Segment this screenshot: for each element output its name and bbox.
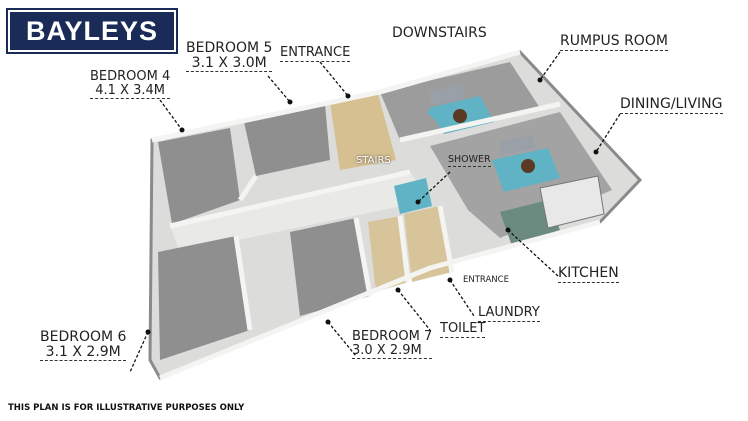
interior-walls bbox=[151, 49, 601, 381]
bayleys-logo: BAYLEYS bbox=[6, 8, 178, 54]
bedroom5-floor bbox=[244, 104, 330, 176]
toilet-floor bbox=[368, 216, 408, 292]
disclaimer-text: THIS PLAN IS FOR ILLUSTRATIVE PURPOSES O… bbox=[8, 403, 245, 413]
label-leader-lines bbox=[129, 51, 621, 373]
dining-sofa bbox=[498, 134, 536, 156]
level-title: DOWNSTAIRS bbox=[392, 25, 487, 41]
shower-floor bbox=[394, 178, 432, 214]
rumpus-sofa bbox=[428, 84, 466, 106]
toilet-label: TOILET bbox=[440, 321, 486, 338]
laundry-label: LAUNDRY bbox=[478, 305, 540, 322]
hallway-floor bbox=[170, 172, 430, 252]
bedroom6-floor bbox=[158, 236, 250, 360]
bedroom7-label: BEDROOM 7 3.0 X 2.9M bbox=[352, 329, 433, 360]
kitchen-label: KITCHEN bbox=[558, 265, 619, 283]
logo-text: BAYLEYS bbox=[25, 15, 159, 46]
dining-living-label: DINING/LIVING bbox=[620, 96, 723, 114]
bedroom4-label: BEDROOM 4 4.1 X 3.4M bbox=[90, 69, 171, 100]
bedroom6-label: BEDROOM 6 3.1 X 2.9M bbox=[40, 329, 127, 362]
stairs-label: STAIRS bbox=[356, 155, 391, 166]
dining-table bbox=[539, 175, 605, 229]
leader-dots bbox=[145, 77, 599, 335]
bedroom5-label: BEDROOM 5 3.1 X 3.0M bbox=[186, 40, 273, 73]
bedroom7-floor bbox=[290, 218, 370, 316]
bedroom4-floor bbox=[158, 128, 240, 224]
entrance-top-label: ENTRANCE bbox=[280, 45, 351, 62]
entrance-bottom-label: ENTRANCE bbox=[463, 275, 509, 285]
dining-coffee-table bbox=[521, 159, 535, 173]
shower-label: SHOWER bbox=[448, 154, 491, 167]
stairs-floor bbox=[330, 94, 396, 170]
rumpus-coffee-table bbox=[453, 109, 467, 123]
rumpus-room-label: RUMPUS ROOM bbox=[560, 33, 668, 51]
